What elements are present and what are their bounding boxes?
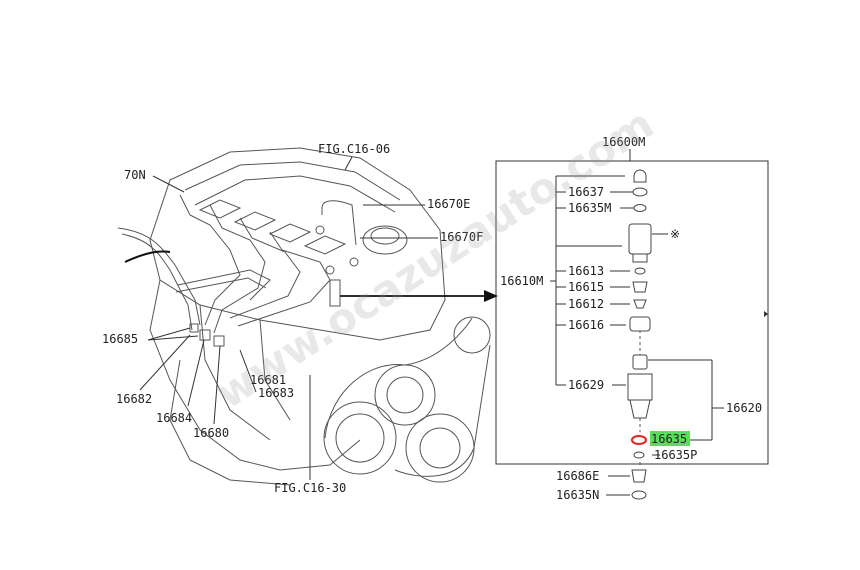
label-16616[interactable]: 16616 [568,318,604,332]
nozzle-parts [627,169,653,419]
detail-arrow [340,290,498,302]
highlight-16635 [650,431,690,446]
label-16681[interactable]: 16681 [250,373,286,387]
label-16620[interactable]: 16620 [726,401,762,415]
label-16680[interactable]: 16680 [193,426,229,440]
label-16635m[interactable]: 16635M [568,201,611,215]
label-fig-c16-06[interactable]: FIG.C16-06 [318,142,390,156]
label-16670f[interactable]: 16670F [440,230,483,244]
label-16685[interactable]: 16685 [102,332,138,346]
label-16610m[interactable]: 16610M [500,274,543,288]
label-16629[interactable]: 16629 [568,378,604,392]
seal-16635 [630,434,648,446]
label-16670e[interactable]: 16670E [427,197,470,211]
washer-16635p [633,451,645,459]
bracket-16610m [550,175,625,386]
label-16684[interactable]: 16684 [156,411,192,425]
label-16600m[interactable]: 16600M [602,135,645,149]
left-leaders [139,156,438,480]
label-70n[interactable]: 70N [124,168,146,182]
label-16686e[interactable]: 16686E [556,469,599,483]
label-16635[interactable]: 16635 [651,432,687,446]
label-16683[interactable]: 16683 [258,386,294,400]
box-leaders [606,191,724,496]
label-16635p[interactable]: 16635P [654,448,697,462]
label-16682[interactable]: 16682 [116,392,152,406]
watermark: www.ocazuzauto.com [207,99,662,419]
label-16637[interactable]: 16637 [568,185,604,199]
label-16613[interactable]: 16613 [568,264,604,278]
label-asterisk: ※ [670,227,680,241]
label-16635n[interactable]: 16635N [556,488,599,502]
part-16686e [631,469,647,483]
label-16615[interactable]: 16615 [568,280,604,294]
washer-16635n [631,490,647,500]
label-fig-c16-30[interactable]: FIG.C16-30 [274,481,346,495]
detail-box [495,149,769,465]
label-16612[interactable]: 16612 [568,297,604,311]
